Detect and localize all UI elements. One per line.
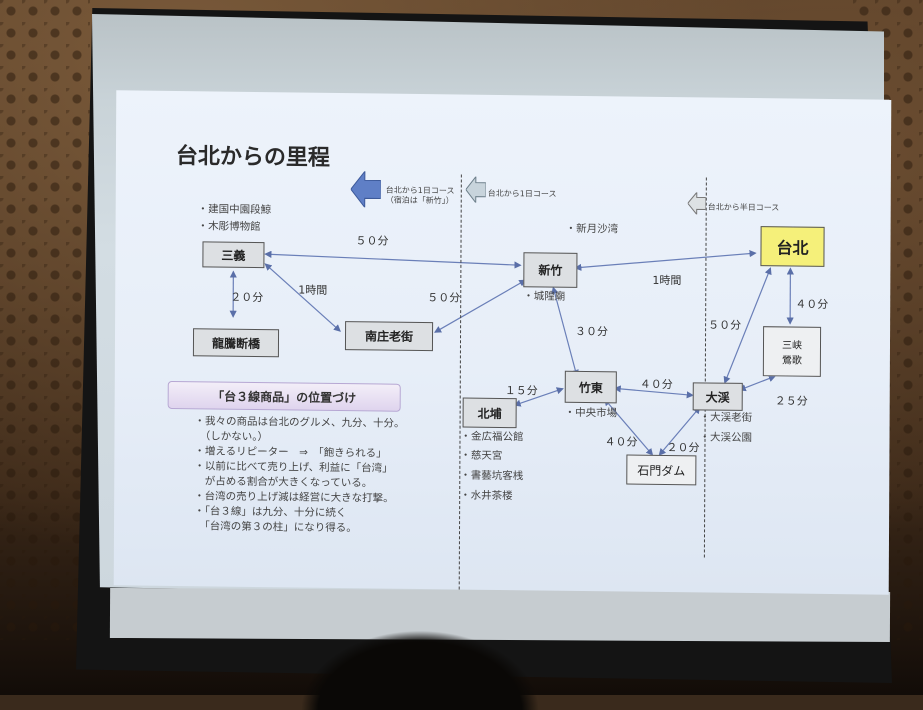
bullet-6: ・台湾の売り上げ減は経営に大きな打撃。 xyxy=(194,491,394,504)
route-nanzhuang-xinzhu xyxy=(435,279,525,333)
note-left-2: ・木彫博物館 xyxy=(198,221,261,232)
note-beipu-1: ・金広福公館 xyxy=(460,431,523,442)
duration-sanyi-nanzhuang: 1時間 xyxy=(298,285,327,296)
duration-shimen-daxi: ２０分 xyxy=(666,442,699,453)
place-taipei: 台北 xyxy=(760,226,824,267)
duration-beipu-zhudong: １５分 xyxy=(505,385,538,396)
bullet-8: 「台湾の第３の柱」になり得る。 xyxy=(194,521,357,533)
place-longteng: 龍騰断橋 xyxy=(193,328,279,357)
place-sanxia-yingge: 三峡 鶯歌 xyxy=(763,326,821,377)
presentation-slide: 台北からの里程 ・建国中園段鯨 ・木彫博物館 台北から1日コース（宿泊は「新竹」… xyxy=(114,90,892,594)
place-daxi: 大渓 xyxy=(693,382,743,411)
note-beipu-2: ・慈天宮 xyxy=(460,450,502,461)
bullet-2: （しかない。） xyxy=(194,431,268,442)
audience-head-silhouette xyxy=(300,630,540,710)
route-sanyi-nanzhuang xyxy=(265,264,340,331)
duration-nanzhuang-xinzhu: ５０分 xyxy=(427,292,460,303)
left-arrow-icon xyxy=(351,171,381,207)
duration-xinzhu-taipei: 1時間 xyxy=(652,275,681,286)
route-note-middle: 台北から1日コース xyxy=(488,190,557,199)
note-daxi-park: ・大渓公園 xyxy=(699,432,752,443)
slide-title: 台北からの里程 xyxy=(176,146,330,170)
duration-sanyi-xinzhu: ５０分 xyxy=(355,235,388,246)
place-beipu: 北埔 xyxy=(463,398,517,429)
bullet-1: ・我々の商品は台北のグルメ、九分、十分。 xyxy=(195,416,405,429)
bullet-4: ・以前に比べて売り上げ、利益に「台湾」 xyxy=(194,461,392,474)
bullet-3: ・増えるリピーター ⇒ 「飽きられる」 xyxy=(194,446,386,459)
callout-heading: 「台３線商品」の位置づけ xyxy=(168,381,401,412)
duration-sanxia-daxi: ２５分 xyxy=(775,395,808,406)
place-zhudong: 竹東 xyxy=(565,371,617,404)
duration-sanyi-longteng: ２０分 xyxy=(230,292,263,303)
duration-zhudong-shimen: ４０分 xyxy=(604,436,637,447)
note-xinyue: ・新月沙湾 xyxy=(566,224,619,235)
route-sanxia-daxi xyxy=(740,376,775,390)
route-sanyi-xinzhu xyxy=(265,254,520,265)
route-xinzhu-taipei xyxy=(575,251,755,270)
bullet-7: ・「台３線」は九分、十分に続く xyxy=(194,506,346,518)
duration-zhudong-daxi: ４０分 xyxy=(640,379,673,390)
note-left-1: ・建国中園段鯨 xyxy=(198,204,272,215)
note-beipu-4: ・水井茶楼 xyxy=(460,490,513,501)
route-note-left: 台北から1日コース（宿泊は「新竹」） xyxy=(386,186,461,206)
note-beipu-3: ・書藝坑客桟 xyxy=(460,470,523,481)
place-shimen: 石門ダム xyxy=(626,455,696,486)
duration-xinzhu-zhudong: ３０分 xyxy=(575,326,608,337)
duration-taipei-sanxia: ４０分 xyxy=(795,299,828,310)
place-sanyi: 三義 xyxy=(202,241,264,268)
left-arrow-icon xyxy=(688,192,706,214)
route-note-right: 台北から半日コース xyxy=(708,204,780,213)
left-arrow-icon xyxy=(466,177,486,203)
duration-taipei-daxi: ５０分 xyxy=(708,320,741,331)
note-daxi-old: ・大渓老街 xyxy=(700,412,753,423)
wallpaper-left xyxy=(0,0,90,640)
bullet-5: が占める割合が大きくなっている。 xyxy=(194,476,372,489)
place-xinzhu: 新竹 xyxy=(523,252,577,288)
place-nanzhuang: 南庄老街 xyxy=(345,321,433,351)
note-chenghuang: ・城隍廟 xyxy=(523,291,565,302)
note-market: ・中央市場 xyxy=(565,408,618,419)
